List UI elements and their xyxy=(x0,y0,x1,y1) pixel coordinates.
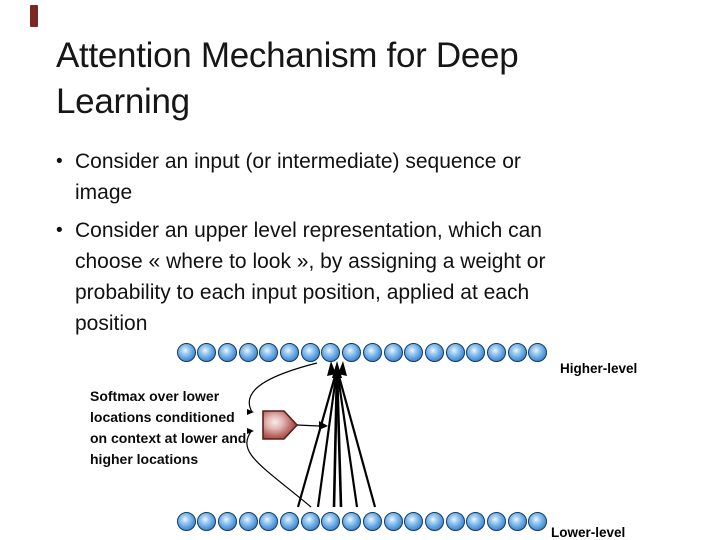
bullet-text-line: Consider an upper level representation, … xyxy=(75,219,542,242)
bullet-list: • Consider an input (or intermediate) seq… xyxy=(56,146,686,339)
context-curve-arrowheads xyxy=(247,409,254,434)
bullet-text-line: Consider an input (or intermediate) sequ… xyxy=(75,150,521,173)
softmax-caption-line: Softmax over lower xyxy=(90,388,220,404)
sequence-node xyxy=(217,511,237,531)
sequence-node xyxy=(197,342,217,362)
sequence-node xyxy=(362,342,382,362)
sequence-node xyxy=(342,342,362,362)
higher-level-label: Higher-level xyxy=(560,361,638,376)
sequence-node xyxy=(487,511,506,531)
sequence-node xyxy=(259,342,279,362)
sequence-node xyxy=(466,342,486,362)
lower-level-label: Lower-level xyxy=(551,525,626,540)
sequence-node xyxy=(321,511,341,531)
title-line-2: Learning xyxy=(56,82,190,121)
attention-fan-line xyxy=(332,368,339,508)
sequence-node xyxy=(424,511,444,531)
softmax-caption-line: locations conditioned xyxy=(90,409,235,425)
fan-apex-arrowheads xyxy=(327,361,347,378)
sequence-node xyxy=(300,342,320,362)
bullet-text-line: image xyxy=(75,181,133,204)
slide-corner-marker xyxy=(30,5,38,27)
sequence-node xyxy=(445,511,465,531)
context-curve-to-higher-row xyxy=(248,362,318,413)
sequence-node xyxy=(487,342,506,362)
sequence-node xyxy=(197,511,217,531)
attention-fan-line xyxy=(335,368,343,508)
sequence-node xyxy=(466,511,486,531)
pointer-arrow-line xyxy=(296,424,320,427)
softmax-caption: Softmax over lower locations conditioned o… xyxy=(90,386,246,470)
context-curve-to-lower-row xyxy=(246,429,312,508)
sequence-node xyxy=(404,342,424,362)
sequence-node xyxy=(321,342,341,362)
title-line-1: Attention Mechanism for Deep xyxy=(56,36,519,75)
sequence-node xyxy=(404,511,424,531)
attention-fan-line xyxy=(335,368,377,508)
bullet-item: • Consider an upper level representation,… xyxy=(56,215,686,339)
attention-fan-lines xyxy=(296,368,377,508)
bullet-text-line: position xyxy=(75,312,148,335)
sequence-node xyxy=(176,342,196,362)
page-title: Attention Mechanism for Deep Learning xyxy=(56,33,519,125)
sequence-node xyxy=(342,511,362,531)
pointer-arrowhead xyxy=(319,421,328,430)
bullet-marker: • xyxy=(56,220,63,241)
sequence-node xyxy=(528,511,548,531)
attention-fan-line xyxy=(296,368,339,508)
sequence-node xyxy=(280,511,299,531)
sequence-node xyxy=(528,342,548,362)
sequence-node xyxy=(238,511,258,531)
sequence-node xyxy=(383,511,403,531)
sequence-node xyxy=(507,511,527,531)
attention-fan-line xyxy=(316,368,339,508)
sequence-node xyxy=(259,511,279,531)
softmax-pointer-shape xyxy=(262,410,299,440)
sequence-node xyxy=(300,511,320,531)
bullet-text-line: choose « where to look », by assigning a… xyxy=(75,250,546,273)
softmax-caption-line: higher locations xyxy=(90,451,199,467)
bullet-marker: • xyxy=(56,151,63,172)
sequence-node xyxy=(445,342,465,362)
sequence-node xyxy=(424,342,444,362)
sequence-node xyxy=(383,342,403,362)
sequence-node xyxy=(238,342,258,362)
bullet-item: • Consider an input (or intermediate) seq… xyxy=(56,146,686,208)
attention-fan-line xyxy=(335,368,359,508)
sequence-node xyxy=(507,342,527,362)
sequence-node xyxy=(280,342,299,362)
sequence-node xyxy=(176,511,196,531)
bullet-text-line: probability to each input position, appl… xyxy=(75,281,530,304)
sequence-node xyxy=(217,342,237,362)
sequence-node xyxy=(362,511,382,531)
softmax-caption-line: on context at lower and xyxy=(90,430,247,446)
